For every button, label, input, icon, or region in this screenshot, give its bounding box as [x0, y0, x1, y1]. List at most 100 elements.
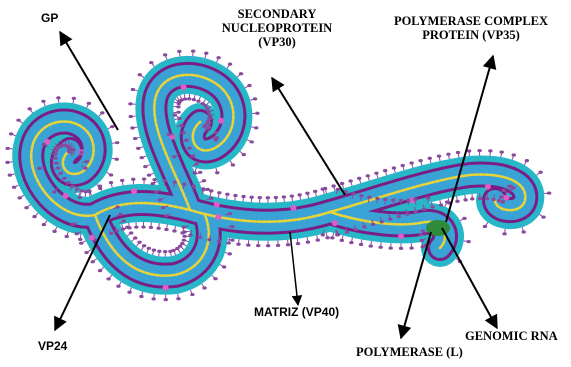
glycoprotein-spike-head [249, 196, 253, 199]
glycoprotein-spike-head [538, 171, 542, 174]
glycoprotein-spike-head [67, 150, 71, 153]
glycoprotein-spike-head [193, 171, 197, 174]
glycoprotein-spike-head [78, 238, 82, 241]
glycoprotein-spike-head [258, 196, 262, 199]
glycoprotein-spike-head [78, 196, 82, 199]
glycoprotein-spike-head [171, 249, 175, 252]
glycoprotein-spike-head [228, 252, 232, 255]
glycoprotein-spike-head [228, 212, 232, 215]
glycoprotein-spike-head [388, 218, 392, 221]
glycoprotein-spike-head [371, 223, 375, 226]
arrow-vp30 [272, 78, 345, 195]
glycoprotein-spike-head [42, 223, 46, 226]
glycoprotein-spike-head [253, 97, 257, 100]
glycoprotein-spike-head [512, 153, 516, 156]
glycoprotein-spike-head [282, 195, 286, 198]
glycoprotein-spike-head [109, 181, 113, 184]
glycoprotein-spike-head [214, 131, 218, 134]
glycoprotein-spike-head [198, 171, 202, 174]
glycoprotein-spike-head [176, 105, 180, 108]
glycoprotein-spike-head [255, 112, 259, 115]
glycoprotein-spike-head [140, 156, 144, 159]
glycoprotein-spike-head [207, 113, 211, 116]
glycoprotein-spike-head [5, 161, 9, 164]
glycoprotein-spike-head [179, 124, 183, 127]
glycoprotein-spike-head [351, 192, 355, 195]
glycoprotein-spike-head [207, 238, 211, 241]
label-vp30-line3: (VP30) [218, 35, 336, 49]
glycoprotein-spike-head [115, 205, 119, 208]
glycoprotein-spike-head [207, 110, 211, 113]
glycoprotein-spike-head [445, 200, 449, 203]
matrix-protein-accent [89, 235, 95, 241]
glycoprotein-spike-head [437, 155, 441, 158]
glycoprotein-spike-head [501, 200, 505, 203]
glycoprotein-spike-head [375, 197, 379, 200]
glycoprotein-spike-head [42, 143, 46, 146]
glycoprotein-spike-head [24, 206, 28, 209]
glycoprotein-spike-head [131, 88, 135, 91]
glycoprotein-spike-head [75, 232, 79, 235]
glycoprotein-spike-head [70, 185, 74, 188]
glycoprotein-spike-head [142, 177, 146, 180]
label-vp30-line1: SECONDARY [218, 7, 336, 21]
glycoprotein-spike-head [305, 192, 309, 195]
glycoprotein-spike-head [541, 216, 545, 219]
glycoprotein-spike-head [152, 178, 156, 181]
glycoprotein-spike-head [147, 247, 151, 250]
glycoprotein-spike-head [217, 240, 221, 243]
glycoprotein-spike-head [149, 226, 153, 229]
glycoprotein-spike-head [430, 205, 434, 208]
glycoprotein-spike-head [190, 293, 194, 296]
glycoprotein-spike-head [418, 159, 422, 162]
glycoprotein-spike-head [228, 63, 232, 66]
glycoprotein-spike-head [52, 190, 56, 193]
glycoprotein-spike-head [502, 232, 506, 235]
glycoprotein-spike-head [83, 167, 87, 170]
label-vp35-line2: PROTEIN (VP35) [386, 28, 556, 42]
glycoprotein-spike-head [380, 220, 384, 223]
glycoprotein-spike-head [399, 199, 403, 202]
matrix-protein-accent [131, 188, 137, 194]
glycoprotein-spike-head [409, 246, 413, 249]
glycoprotein-spike-head [172, 155, 176, 158]
glycoprotein-spike-head [203, 104, 207, 107]
glycoprotein-spike-head [137, 241, 141, 244]
glycoprotein-spike-head [164, 228, 168, 231]
glycoprotein-spike-head [72, 97, 76, 100]
glycoprotein-spike-head [100, 111, 104, 114]
glycoprotein-spike-head [383, 169, 387, 172]
glycoprotein-spike-head [439, 203, 443, 206]
glycoprotein-spike-head [217, 191, 221, 194]
glycoprotein-spike-head [354, 228, 358, 231]
glycoprotein-spike-head [71, 223, 75, 226]
glycoprotein-spike-head [27, 107, 31, 110]
glycoprotein-spike-head [32, 215, 36, 218]
glycoprotein-spike-head [236, 243, 240, 246]
matrix-protein-accent [181, 84, 187, 90]
glycoprotein-spike-head [421, 229, 425, 232]
glycoprotein-spike-head [378, 246, 382, 249]
glycoprotein-spike-head [369, 244, 373, 247]
glycoprotein-spike-head [163, 250, 167, 253]
glycoprotein-spike-head [98, 269, 102, 272]
glycoprotein-spike-head [115, 141, 119, 144]
glycoprotein-spike-head [521, 230, 525, 233]
glycoprotein-spike-head [323, 187, 327, 190]
glycoprotein-spike-head [187, 146, 191, 149]
glycoprotein-spike-head [176, 297, 180, 300]
glycoprotein-spike-head [87, 102, 91, 105]
glycoprotein-spike-head [128, 102, 132, 105]
glycoprotein-spike-head [230, 239, 234, 242]
glycoprotein-spike-head [214, 139, 218, 142]
glycoprotein-spike-head [401, 164, 405, 167]
glycoprotein-spike-head [116, 285, 120, 288]
glycoprotein-spike-head [147, 174, 151, 177]
glycoprotein-spike-head [9, 132, 13, 135]
glycoprotein-spike-head [313, 190, 317, 193]
glycoprotein-spike-head [297, 193, 301, 196]
glycoprotein-spike-head [163, 53, 167, 56]
glycoprotein-spike-head [198, 236, 202, 239]
glycoprotein-spike-head [276, 244, 280, 247]
glycoprotein-spike-head [54, 161, 58, 164]
